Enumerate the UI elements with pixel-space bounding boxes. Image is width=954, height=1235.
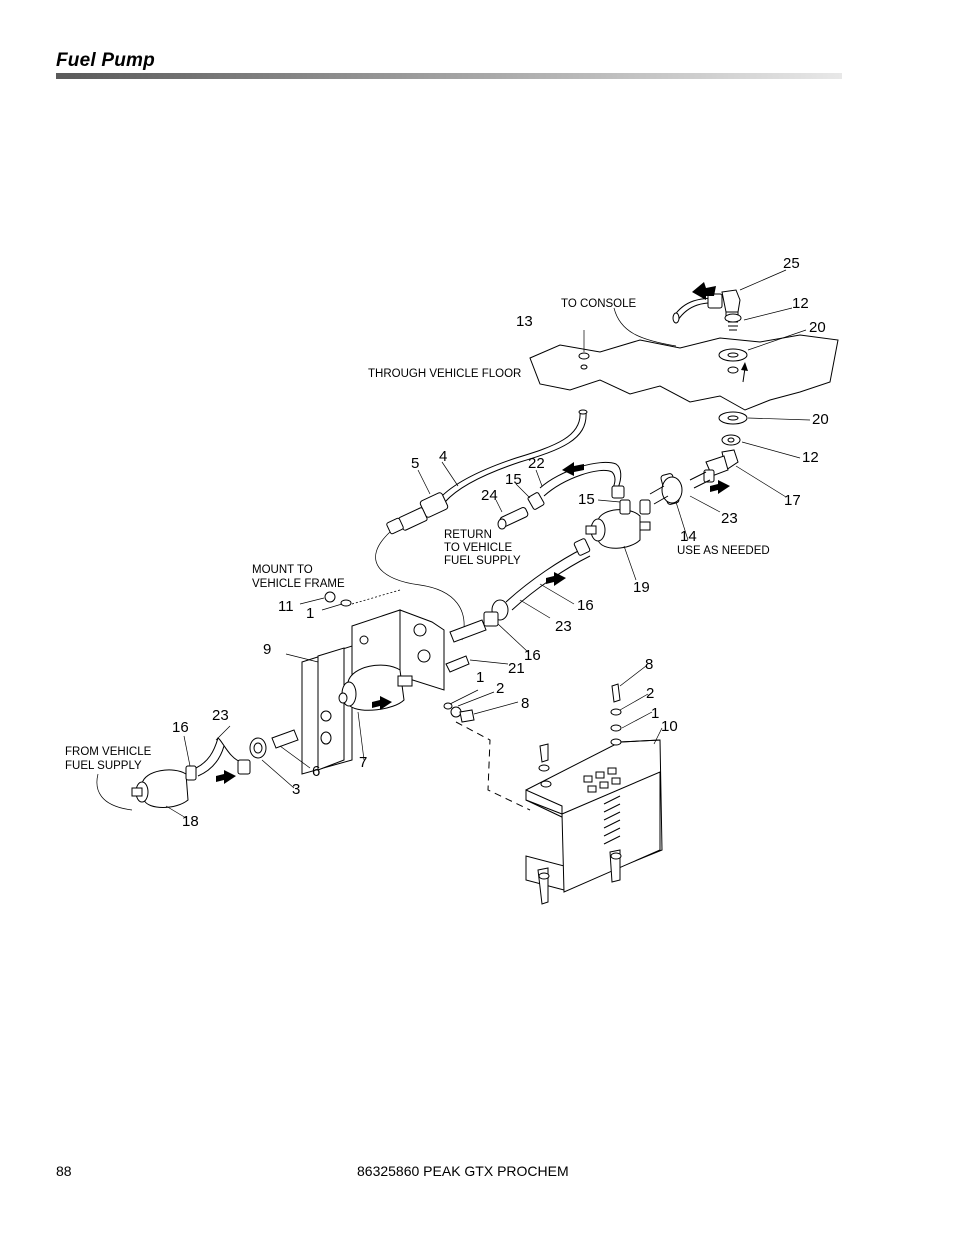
return-hose-22	[539, 461, 622, 489]
elbow-fitting-25	[721, 289, 741, 313]
callout-14: 14	[680, 528, 697, 545]
callout-1: 1	[476, 669, 484, 686]
page-title: Fuel Pump	[56, 50, 155, 71]
callout-2: 2	[496, 680, 504, 697]
callout-17: 17	[784, 492, 801, 509]
page-number: 88	[56, 1163, 72, 1179]
callout-15: 15	[578, 491, 595, 508]
callout-8: 8	[521, 695, 529, 712]
callout-5: 5	[411, 455, 419, 472]
callout-6: 6	[312, 763, 320, 780]
callout-19: 19	[633, 579, 650, 596]
fuel-filter-18	[131, 765, 197, 808]
note-from-1: FROM VEHICLE	[65, 746, 152, 758]
callout-23: 23	[721, 510, 738, 527]
callout-7: 7	[359, 754, 367, 771]
callout-12: 12	[802, 449, 819, 466]
callout-23: 23	[212, 707, 229, 724]
document-id: 86325860 PEAK GTX PROCHEM	[357, 1163, 569, 1179]
header-rule	[56, 73, 842, 79]
callout-16: 16	[524, 647, 541, 664]
hose-4	[444, 411, 587, 503]
callout-numbers: 25 12 13 20 20 12 17 4 5 22 15 24 15 23 …	[172, 255, 829, 830]
check-valve-24	[497, 507, 529, 530]
leader-lines	[165, 269, 811, 819]
diagram-notes: TO CONSOLE THROUGH VEHICLE FLOOR RETURN …	[65, 298, 770, 772]
callout-2: 2	[646, 685, 654, 702]
note-return-2: TO VEHICLE	[444, 542, 512, 554]
note-return-3: FUEL SUPPLY	[444, 555, 521, 567]
callout-1: 1	[651, 705, 659, 722]
callout-1: 1	[306, 605, 314, 622]
hose-23-low	[195, 737, 243, 769]
note-use-as-needed: USE AS NEEDED	[677, 545, 770, 557]
note-through-floor: THROUGH VEHICLE FLOOR	[368, 368, 521, 380]
callout-4: 4	[439, 448, 447, 465]
callout-25: 25	[783, 255, 800, 272]
note-return-1: RETURN	[444, 529, 492, 541]
callout-12: 12	[792, 295, 809, 312]
vehicle-floor-panel	[529, 334, 839, 411]
hose-23-mid	[505, 547, 585, 603]
fuel-pump-7	[338, 664, 413, 711]
pump-cover-10	[525, 738, 663, 893]
callout-8: 8	[645, 656, 653, 673]
callout-3: 3	[292, 781, 300, 798]
callout-22: 22	[528, 455, 545, 472]
callout-10: 10	[661, 718, 678, 735]
callout-18: 18	[182, 813, 199, 830]
note-to-console: TO CONSOLE	[561, 298, 637, 310]
note-mount-1: MOUNT TO	[252, 564, 313, 576]
callout-16: 16	[172, 719, 189, 736]
callout-16: 16	[577, 597, 594, 614]
callout-13: 13	[516, 313, 533, 330]
note-from-2: FUEL SUPPLY	[65, 760, 142, 772]
callout-15: 15	[505, 471, 522, 488]
callout-20: 20	[812, 411, 829, 428]
callout-20: 20	[809, 319, 826, 336]
connector-5	[386, 492, 449, 535]
fuel-filter-19	[585, 509, 651, 549]
callout-24: 24	[481, 487, 498, 504]
callout-11: 11	[278, 598, 294, 615]
flow-arrows	[216, 282, 730, 784]
callout-23: 23	[555, 618, 572, 635]
callout-21: 21	[508, 660, 525, 677]
callout-9: 9	[263, 641, 271, 658]
grommet-14	[660, 473, 683, 505]
note-mount-2: VEHICLE FRAME	[252, 578, 345, 590]
